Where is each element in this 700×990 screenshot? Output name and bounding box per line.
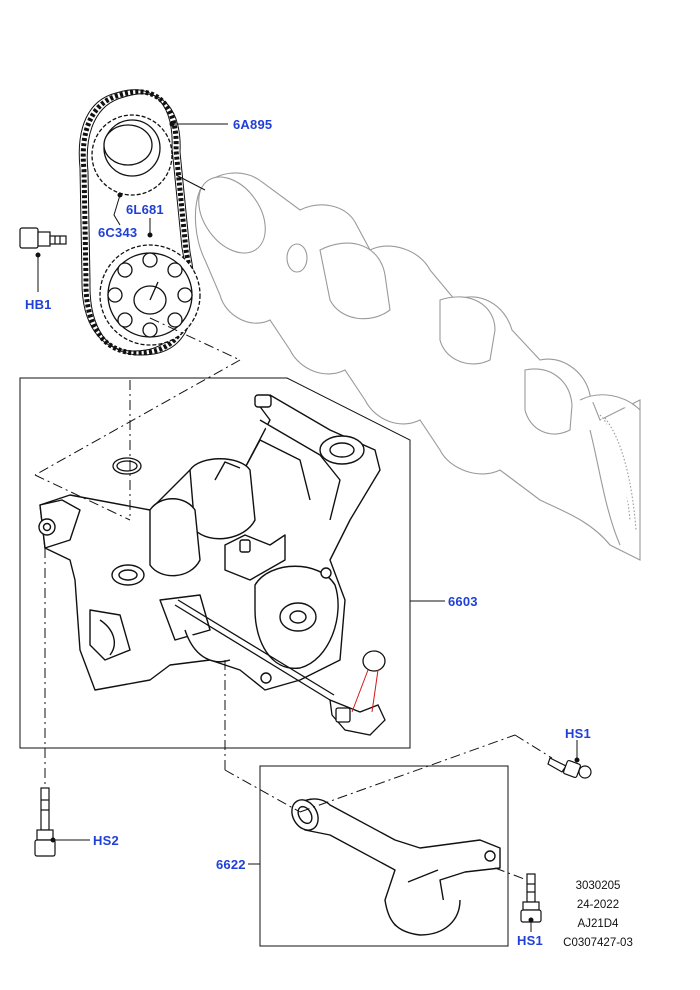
bolt-hs1-bottom-drawing: [520, 873, 542, 923]
oil-pickup-tube: [291, 798, 501, 936]
callout-6a895[interactable]: 6A895: [233, 117, 273, 132]
alignment-lines: [34, 317, 553, 881]
callout-hs2[interactable]: HS2: [93, 833, 119, 848]
diagram-code: 3030205: [575, 880, 621, 892]
crankshaft-ghost: [194, 172, 641, 561]
pump-sprocket: [99, 244, 201, 346]
reference-number: C0307427-03: [563, 937, 633, 949]
bolt-hs2-drawing: [34, 787, 56, 857]
callout-6c343[interactable]: 6C343: [98, 225, 138, 240]
diagram-date: 24-2022: [576, 899, 620, 911]
callout-6622[interactable]: 6622: [216, 857, 246, 872]
oil-pump-body: [38, 394, 381, 691]
callout-6603[interactable]: 6603: [448, 594, 478, 609]
callout-hb1[interactable]: HB1: [25, 297, 52, 312]
pump-frame: [19, 377, 411, 749]
callout-6l681[interactable]: 6L681: [126, 202, 164, 217]
chain-guide-lines: [175, 174, 206, 191]
o-rings: [112, 457, 386, 672]
leader-lines: [35, 121, 580, 932]
callout-hs1-top[interactable]: HS1: [565, 726, 591, 741]
metadata-block: 3030205 24-2022 AJ21D4 C0307427-03: [548, 877, 648, 953]
callout-hs1-bottom[interactable]: HS1: [517, 933, 543, 948]
engine-code: AJ21D4: [577, 918, 619, 930]
bolt-hb1-drawing: [19, 227, 67, 249]
bolt-hs1-top-drawing: [547, 757, 592, 779]
crank-sprocket: [91, 114, 173, 196]
red-leader-lines: [351, 669, 379, 713]
pump-sensor: [174, 599, 386, 736]
pickup-frame: [259, 765, 509, 947]
